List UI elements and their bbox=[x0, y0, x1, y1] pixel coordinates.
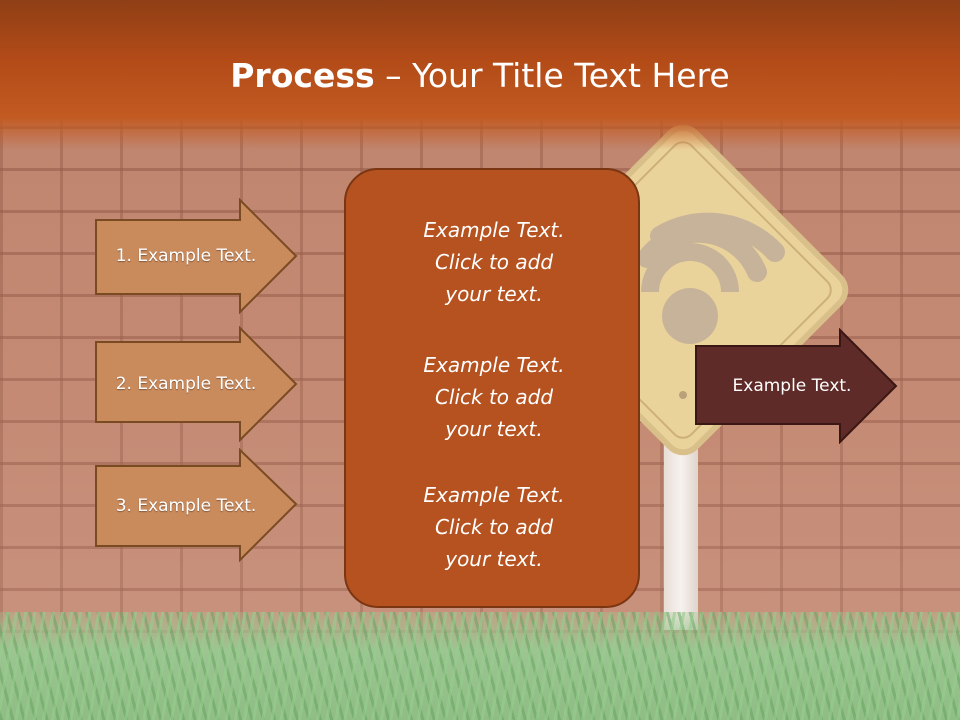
grass-foreground bbox=[0, 612, 960, 720]
step-arrow-3[interactable]: 3. Example Text. bbox=[94, 448, 298, 564]
step-arrow-2[interactable]: 2. Example Text. bbox=[94, 326, 298, 442]
title-bold: Process bbox=[230, 56, 375, 95]
output-arrow[interactable]: Example Text. bbox=[694, 328, 898, 444]
step-arrow-3-label: 3. Example Text. bbox=[115, 496, 257, 516]
step-arrow-3-shape bbox=[95, 448, 298, 563]
center-item-3-line1: Example Text. bbox=[423, 483, 565, 507]
center-item-2-line1: Example Text. bbox=[423, 353, 565, 377]
page-title: Process – Your Title Text Here bbox=[0, 56, 960, 95]
sign-post bbox=[664, 440, 698, 630]
title-rest: – Your Title Text Here bbox=[374, 56, 730, 95]
output-arrow-shape bbox=[695, 328, 898, 444]
title-band bbox=[0, 0, 960, 150]
center-item-1-line1: Example Text. bbox=[423, 218, 565, 242]
center-item-3-line3: your text. bbox=[445, 547, 543, 571]
step-arrow-2-shape bbox=[95, 326, 298, 442]
center-text-box[interactable]: Example Text. Click to add your text. Ex… bbox=[344, 168, 640, 608]
step-arrow-1-label: 1. Example Text. bbox=[115, 246, 257, 266]
center-item-3-line2: Click to add bbox=[434, 515, 554, 539]
output-arrow-label: Example Text. bbox=[732, 376, 852, 396]
center-item-2: Example Text. Click to add your text. bbox=[346, 349, 642, 445]
center-item-3: Example Text. Click to add your text. bbox=[346, 479, 642, 575]
step-arrow-1[interactable]: 1. Example Text. bbox=[94, 198, 298, 314]
step-arrow-1-shape bbox=[95, 198, 298, 314]
step-arrow-2-label: 2. Example Text. bbox=[115, 374, 257, 394]
center-item-2-line3: your text. bbox=[445, 417, 543, 441]
center-item-1-line3: your text. bbox=[445, 282, 543, 306]
center-item-2-line2: Click to add bbox=[434, 385, 554, 409]
center-item-1-line2: Click to add bbox=[434, 250, 554, 274]
center-item-1: Example Text. Click to add your text. bbox=[346, 214, 642, 310]
